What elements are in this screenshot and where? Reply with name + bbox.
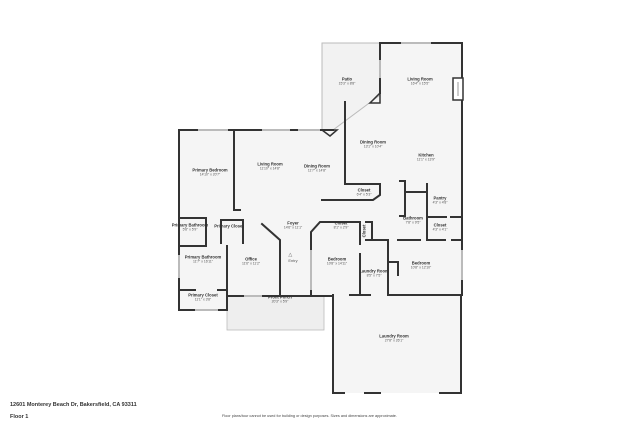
room-dimensions: 10'8" x 12'10" — [410, 265, 432, 270]
room-name: Bathroom — [403, 215, 423, 221]
room-name: Pantry — [433, 195, 447, 201]
room-name: Primary Closet — [188, 292, 218, 298]
entry-label: Entry — [288, 258, 298, 263]
room-name: Bedroom — [327, 256, 347, 262]
room-dimensions: 4'3" x 4'8" — [432, 200, 448, 205]
entry-marker: △ Entry — [288, 252, 297, 264]
room-name: Bedroom — [411, 260, 431, 266]
room-name: Laundry Room — [359, 268, 389, 274]
entry-arrow-icon: △ — [288, 252, 293, 258]
room-name: Primary Bathroom — [184, 254, 222, 260]
room-dimensions: 13'1" x 10'4" — [363, 144, 383, 149]
room-name: Patio — [341, 76, 353, 82]
door-swings — [321, 92, 381, 137]
room-dimensions: 8'1" x 2'9" — [333, 225, 349, 230]
room-dimensions: 15'3" x 8'8" — [338, 81, 356, 86]
room-dimensions: 11'7" x 14'8" — [307, 168, 327, 173]
room-dimensions: 7'8" x 9'5" — [405, 220, 421, 225]
room-dimensions: 14'6" x 11'1" — [283, 225, 303, 230]
room-label-primary-closet: Primary Closet — [214, 223, 244, 230]
room-dimensions: 11'7" x 16'11" — [193, 259, 213, 264]
disclaimer-text: Floor plans/tour cannot be used for buil… — [222, 414, 397, 418]
room-dimensions: 11'6" x 11'2" — [241, 261, 261, 266]
room-name: Foyer — [287, 220, 299, 226]
room-dimensions: 14'10" x 20'7" — [199, 172, 221, 177]
room-dimensions: 11'1" x 13'9" — [416, 157, 436, 162]
patio-area — [321, 42, 381, 131]
room-name: Closet — [433, 222, 447, 228]
room-dimensions: 6'4" x 5'3" — [356, 192, 372, 197]
property-address: 12601 Monterey Beach Dr, Bakersfield, CA… — [10, 402, 137, 408]
room-name: Closet — [334, 220, 348, 226]
room-name: Living Room — [407, 76, 433, 82]
front-porch-area — [226, 295, 325, 331]
room-dimensions: 27'8" x 26'1" — [384, 338, 404, 343]
room-name: Dining Room — [359, 139, 387, 145]
room-dimensions: 8'5" x 7'5" — [366, 273, 382, 278]
room-name: Office — [245, 256, 257, 262]
room-name: Laundry Room — [379, 333, 409, 339]
room-name: Primary Bathroom — [171, 222, 209, 228]
room-dimensions: 16'4" x 15'5" — [410, 81, 430, 86]
room-dimensions: 11'10" x 14'8" — [259, 166, 281, 171]
room-name: Dining Room — [303, 163, 331, 169]
room-name: Primary Closet — [214, 223, 244, 229]
room-name: Kitchen — [418, 152, 434, 158]
room-dimensions: 20'3" x 5'9" — [271, 299, 289, 304]
room-dimensions: 10'8" x 14'11" — [326, 261, 348, 266]
windows — [178, 42, 463, 311]
room-label-closet: Closet — [361, 224, 368, 238]
room-name: Living Room — [257, 161, 283, 167]
room-name: Closet — [357, 187, 371, 193]
floor-label: Floor 1 — [10, 414, 29, 420]
room-dimensions: 4'3" x 4'1" — [432, 227, 448, 232]
room-name: Primary Bedroom — [192, 167, 228, 173]
room-name: Front Porch — [268, 294, 292, 300]
room-dimensions: 5'8" x 5'9" — [182, 227, 198, 232]
room-dimensions: 11'1" x 3'8" — [194, 297, 212, 302]
room-name: Closet — [361, 224, 367, 238]
